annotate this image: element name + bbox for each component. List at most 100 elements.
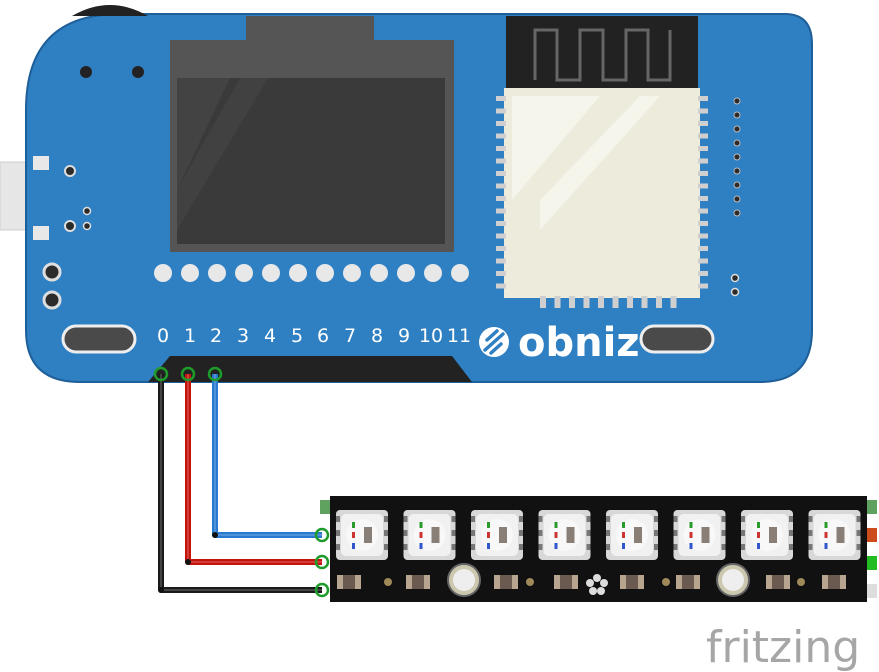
smd-pad	[33, 156, 49, 170]
flower-icon	[586, 574, 608, 595]
module-pin	[496, 196, 506, 201]
status-led	[262, 264, 280, 282]
pin-label-5: 5	[291, 325, 303, 347]
module-pin	[569, 296, 575, 308]
via	[82, 221, 92, 231]
module-pin	[698, 158, 708, 164]
pin-label-1: 1	[184, 325, 196, 347]
pin-label-7: 7	[344, 325, 356, 347]
ws2812-led	[403, 510, 456, 560]
wire-bend	[212, 532, 218, 538]
pin-header	[148, 356, 472, 382]
module-pin	[496, 221, 506, 226]
strip-pad	[320, 500, 330, 514]
ws2812-led	[741, 510, 793, 560]
via	[733, 195, 741, 203]
module-pin	[698, 196, 708, 201]
via	[733, 111, 741, 119]
module-pin	[496, 133, 506, 139]
strip-via	[384, 578, 392, 586]
via	[733, 97, 741, 105]
via	[733, 209, 741, 217]
status-led	[424, 264, 442, 282]
ws2812-led	[808, 510, 861, 560]
smd-pad	[33, 226, 49, 240]
data-wire-highlight	[214, 374, 322, 536]
via	[64, 220, 76, 232]
strip-input-pad	[314, 554, 330, 570]
module-pin	[598, 296, 604, 308]
module-pin	[496, 183, 506, 189]
pin-label-2: 2	[210, 325, 222, 347]
module-pin	[698, 133, 708, 139]
module-pin	[698, 258, 708, 264]
pin-label-10: 10	[419, 325, 443, 347]
status-led	[370, 264, 388, 282]
module-pin	[496, 96, 506, 101]
strip-via	[662, 578, 670, 586]
module-pin	[496, 283, 506, 289]
module-pin	[583, 296, 590, 308]
module-pin	[698, 183, 708, 189]
module-pin	[496, 108, 506, 114]
antenna-trace	[533, 28, 672, 82]
via	[82, 206, 92, 216]
module-pin	[656, 296, 662, 308]
mount-dot	[80, 66, 92, 78]
status-led	[451, 264, 469, 282]
module-pin	[698, 246, 708, 251]
module-pin	[698, 108, 708, 114]
smd-capacitor	[406, 575, 430, 589]
pin-label-3: 3	[237, 325, 249, 347]
header-pin-1	[180, 366, 196, 382]
pin-label-0: 0	[157, 325, 169, 347]
strip-input-pad	[314, 582, 330, 598]
module-pin	[627, 296, 633, 308]
pin-label-6: 6	[317, 325, 329, 347]
status-led	[235, 264, 253, 282]
strip-pad	[867, 528, 877, 542]
module-pin	[698, 233, 708, 239]
module-pin	[496, 208, 506, 214]
module-pin	[496, 258, 506, 264]
module-pin	[554, 296, 561, 308]
via	[730, 273, 740, 283]
strip-input-pad	[314, 527, 330, 543]
strip-via	[526, 578, 534, 586]
module-pin	[698, 146, 708, 151]
pin-label-11: 11	[447, 325, 471, 347]
pin-label-8: 8	[371, 325, 383, 347]
smd-capacitor	[554, 575, 578, 589]
status-led	[397, 264, 415, 282]
module-pin	[496, 271, 506, 276]
module-pin	[496, 171, 506, 176]
smd-capacitor	[494, 575, 518, 589]
obniz-logo: obniz	[479, 320, 640, 366]
module-pin	[496, 233, 506, 239]
module-pin	[698, 271, 708, 276]
via	[64, 165, 76, 177]
oled-display	[170, 16, 454, 252]
via	[733, 153, 741, 161]
status-led	[343, 264, 361, 282]
status-led	[181, 264, 199, 282]
status-led	[289, 264, 307, 282]
status-led	[208, 264, 226, 282]
ws2812-led	[538, 510, 591, 560]
status-led	[154, 264, 172, 282]
module-pin	[612, 296, 619, 308]
via	[733, 139, 741, 147]
module-pin	[698, 221, 708, 226]
smd-capacitor	[676, 575, 700, 589]
button-hole	[42, 262, 62, 282]
module-pin	[496, 246, 506, 251]
smd-capacitor	[620, 575, 644, 589]
module-pin	[540, 296, 546, 308]
smd-capacitor	[766, 575, 790, 589]
strip-pad	[867, 584, 877, 598]
fritzing-watermark: fritzing	[706, 622, 860, 672]
wire-bend	[158, 587, 164, 593]
ws2812-led	[471, 510, 523, 560]
ws2812-led	[606, 510, 658, 560]
